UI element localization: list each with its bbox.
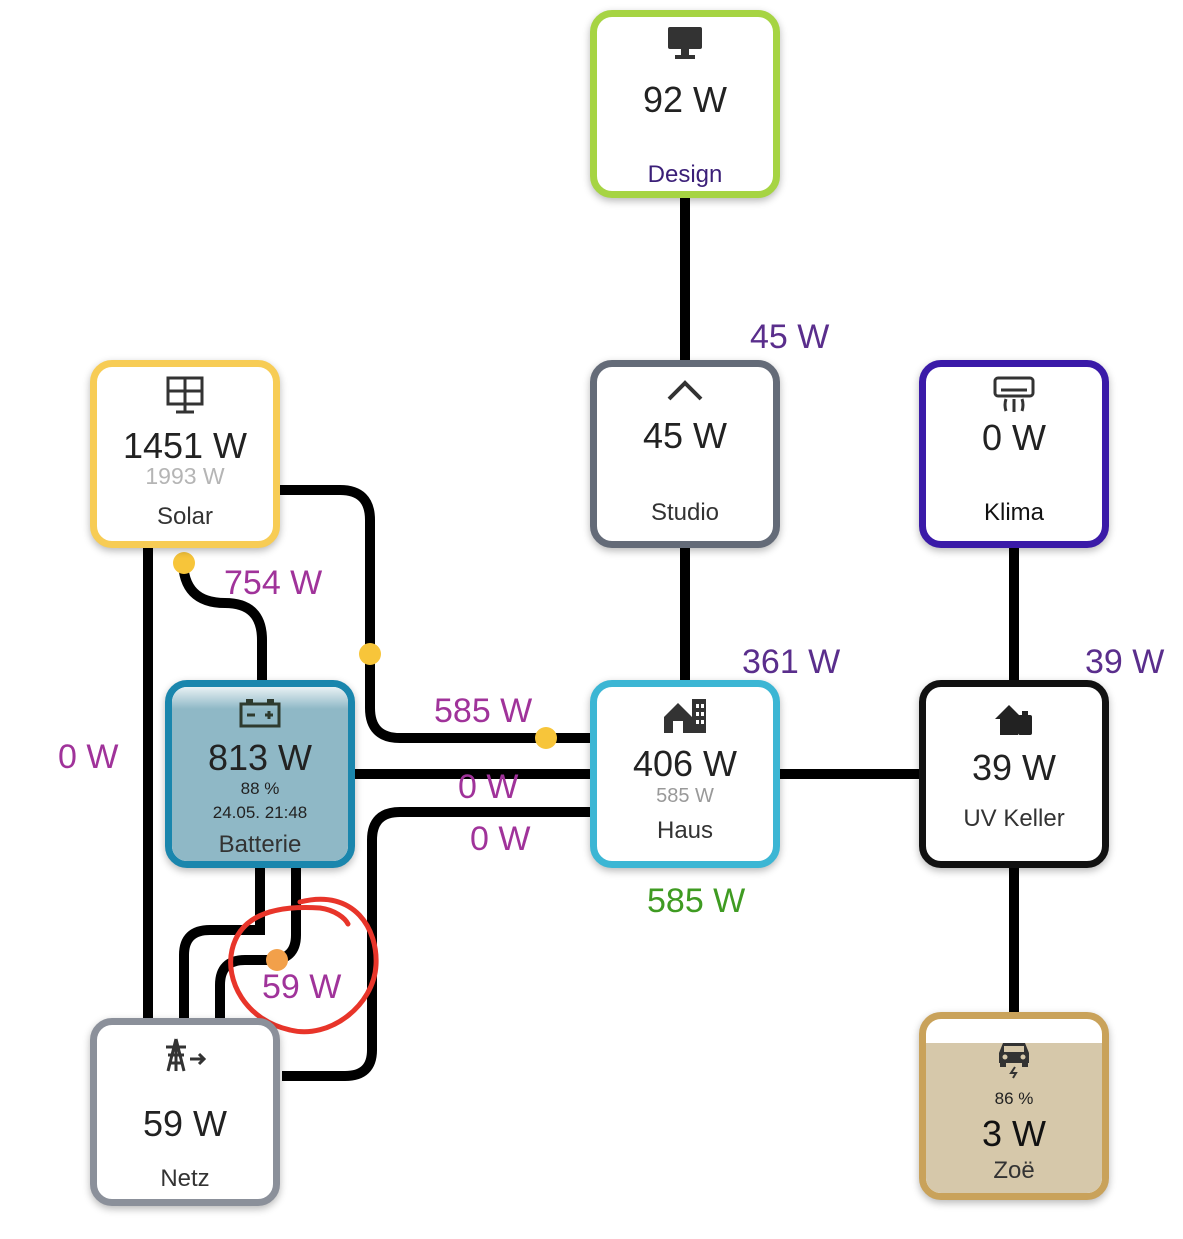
electric-car-icon xyxy=(926,1037,1102,1079)
flow-dot-netz-batterie xyxy=(266,949,288,971)
line-solar-batterie xyxy=(178,559,267,682)
roof-icon xyxy=(597,377,773,403)
batterie-percent: 88 % xyxy=(240,779,280,798)
flow-label-studio-design: 45 W xyxy=(750,318,830,356)
flow-label-netz-haus: 0 W xyxy=(470,820,531,858)
zoe-percent: 86 % xyxy=(994,1089,1034,1108)
klima-power: 0 W xyxy=(981,417,1046,458)
uv-keller-label: UV Keller xyxy=(963,805,1065,832)
design-node[interactable]: 92 W Design xyxy=(590,10,780,198)
line-solar-haus xyxy=(280,485,592,743)
haus-label: Haus xyxy=(656,817,714,844)
battery-fill-top xyxy=(172,687,348,709)
netz-node[interactable]: 59 W Netz xyxy=(90,1018,280,1206)
flow-dot-solar-batterie xyxy=(173,552,195,574)
monitor-icon xyxy=(597,25,773,61)
annotation-red-circle xyxy=(228,896,379,1035)
design-power: 92 W xyxy=(642,79,728,120)
batterie-node[interactable]: 813 W 88 % 24.05. 21:48 Batterie xyxy=(165,680,355,868)
flow-label-haus-studio: 361 W xyxy=(742,643,841,681)
flow-dot-solar-haus-horizontal xyxy=(535,727,557,749)
battery-fill-level xyxy=(172,707,348,861)
batterie-label: Batterie xyxy=(218,831,302,858)
studio-node[interactable]: 45 W Studio xyxy=(590,360,780,548)
house-icon xyxy=(597,697,773,735)
flow-label-batterie-haus: 0 W xyxy=(458,768,519,806)
home-battery-icon xyxy=(926,701,1102,737)
netz-power: 59 W xyxy=(142,1103,228,1144)
line-batterie-netz-a xyxy=(179,868,265,1020)
flow-label-solar-haus: 585 W xyxy=(434,692,533,730)
batterie-timestamp: 24.05. 21:48 xyxy=(212,803,308,822)
flow-label-netz-batterie: 59 W xyxy=(262,968,342,1006)
uv-keller-power: 39 W xyxy=(971,747,1057,788)
flow-label-haus-total: 585 W xyxy=(647,882,746,920)
line-batterie-netz-b xyxy=(215,868,301,1020)
solar-panel-icon xyxy=(97,375,273,415)
solar-forecast: 1993 W xyxy=(145,463,225,489)
studio-label: Studio xyxy=(650,499,720,526)
batterie-power: 813 W xyxy=(207,737,313,778)
design-label: Design xyxy=(647,161,723,188)
klima-label: Klima xyxy=(983,499,1044,526)
studio-power: 45 W xyxy=(642,415,728,456)
zoe-node[interactable]: 86 % 3 W Zoë xyxy=(919,1012,1109,1200)
solar-label: Solar xyxy=(156,503,214,530)
flow-label-keller-klima: 39 W xyxy=(1085,643,1165,681)
zoe-power: 3 W xyxy=(981,1113,1046,1154)
zoe-label: Zoë xyxy=(993,1157,1035,1184)
flow-label-solar-netz: 0 W xyxy=(58,738,119,776)
flow-dot-solar-haus-vertical xyxy=(359,643,381,665)
uv-keller-node[interactable]: 39 W UV Keller xyxy=(919,680,1109,868)
transmission-tower-icon xyxy=(97,1035,273,1075)
battery-icon xyxy=(172,697,348,729)
solar-power: 1451 W xyxy=(122,425,248,466)
klima-node[interactable]: 0 W Klima xyxy=(919,360,1109,548)
haus-power: 406 W xyxy=(632,743,738,784)
netz-label: Netz xyxy=(160,1165,210,1192)
air-conditioner-icon xyxy=(926,375,1102,415)
solar-node[interactable]: 1451 W 1993 W Solar xyxy=(90,360,280,548)
haus-node[interactable]: 406 W 585 W Haus xyxy=(590,680,780,868)
flow-label-solar-batterie: 754 W xyxy=(224,564,323,602)
haus-secondary: 585 W xyxy=(656,785,714,807)
